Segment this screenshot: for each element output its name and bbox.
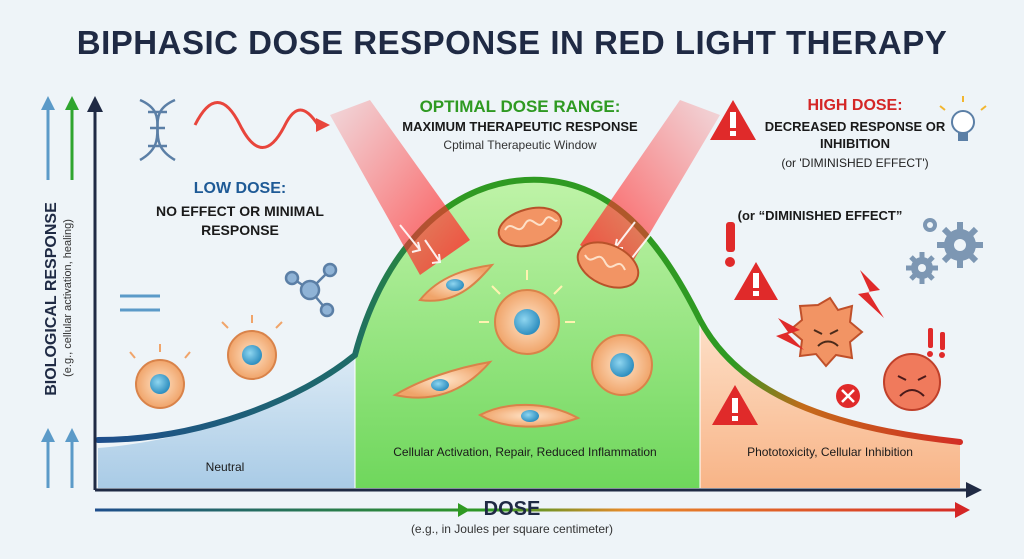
light-beam-left — [330, 100, 470, 275]
optimal-dose-description: MAXIMUM THERAPEUTIC RESPONSE — [402, 119, 638, 134]
optimal-dose-subtitle: Cptimal Therapeutic Window — [443, 138, 597, 152]
optimal-dose-zone-label: Cellular Activation, Repair, Reduced Inf… — [393, 445, 657, 459]
lightning-icon — [776, 270, 884, 350]
warning-icon — [734, 262, 778, 300]
optimal-dose-heading: OPTIMAL DOSE RANGE: — [419, 97, 621, 116]
high-dose-zone — [700, 320, 960, 488]
light-wave-icon — [193, 101, 330, 149]
y-axis-label: BIOLOGICAL RESPONSE — [43, 202, 60, 396]
x-axis-label: DOSE — [483, 498, 541, 520]
light-beam-right — [580, 100, 720, 275]
cell-icon — [591, 334, 653, 396]
warning-icon — [712, 385, 758, 425]
cell-icon — [418, 263, 495, 302]
equilibrium-lines-icon — [120, 294, 160, 312]
cell-icon — [221, 315, 283, 380]
gear-icon — [906, 252, 938, 284]
low-dose-heading: LOW DOSE: — [193, 180, 287, 197]
cell-icon — [392, 360, 493, 399]
gear-icon — [937, 222, 983, 268]
gear-icon — [923, 218, 937, 232]
y-axis-sublabel: (e.g., cellular activation, healing) — [62, 219, 74, 377]
high-dose-zone-label: Phototoxicity, Cellular Inhibition — [747, 445, 913, 459]
exclamation-icon — [725, 222, 945, 358]
high-dose-note: (or “DIMINISHED EFFECT” — [737, 208, 903, 223]
cell-icon — [477, 403, 581, 428]
low-dose-zone — [98, 355, 355, 488]
dna-icon — [139, 98, 176, 162]
page-title: BIPHASIC DOSE RESPONSE IN RED LIGHT THER… — [76, 24, 948, 61]
high-dose-heading: HIGH DOSE: — [807, 97, 903, 114]
lightbulb-icon — [939, 96, 987, 141]
molecule-icon — [284, 262, 338, 318]
damaged-cell-icon — [788, 296, 864, 368]
mitochondria-icon — [497, 206, 563, 248]
cell-icon — [129, 344, 191, 409]
y-axis-arrowhead — [87, 96, 103, 112]
low-dose-zone-label: Neutral — [205, 460, 245, 474]
left-side-arrows — [41, 96, 79, 488]
high-dose-description: DECREASED RESPONSE OR INHIBITION — [764, 119, 946, 151]
high-dose-subtitle: (or 'DIMINISHED EFFECT') — [781, 156, 929, 170]
error-icon — [836, 384, 860, 408]
warning-icon — [710, 100, 756, 140]
x-axis-sublabel: (e.g., in Joules per square centimeter) — [410, 522, 614, 536]
low-dose-description: NO EFFECT OR MINIMAL RESPONSE — [156, 203, 324, 238]
response-curve — [95, 176, 963, 445]
x-axis-arrowhead — [966, 482, 982, 498]
cell-icon — [479, 270, 575, 355]
damaged-cell-icon — [883, 353, 941, 411]
mitochondria-icon — [576, 241, 640, 289]
